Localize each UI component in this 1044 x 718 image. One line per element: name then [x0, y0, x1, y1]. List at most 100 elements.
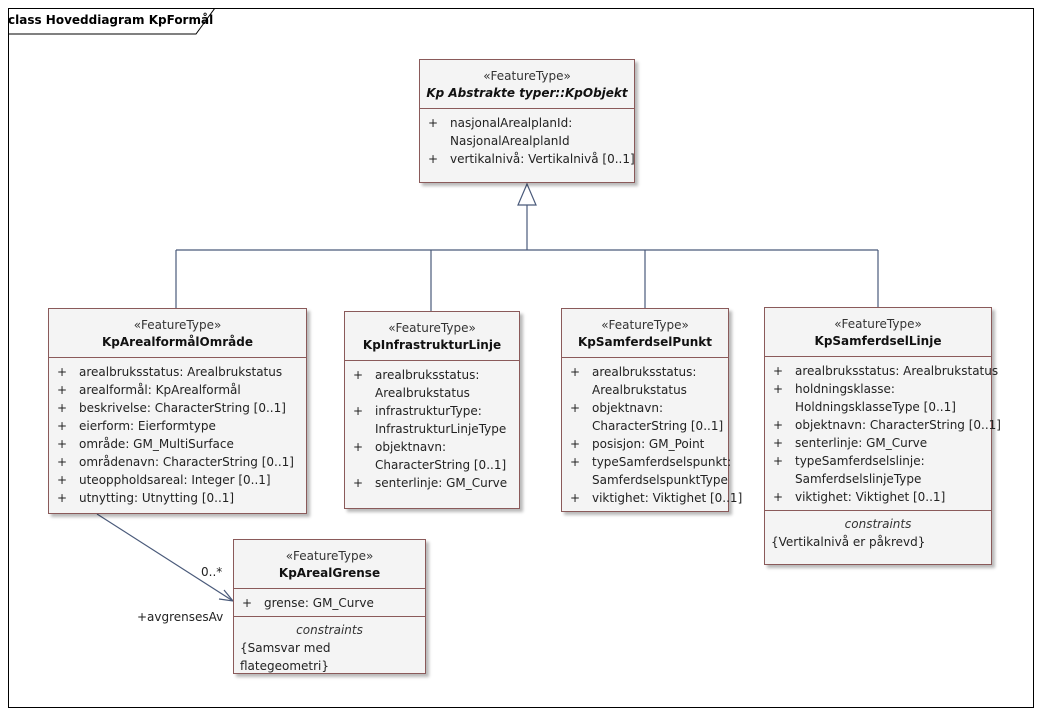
attribute-text: arealbruksstatus: Arealbrukstatus	[79, 365, 283, 379]
class-kpsamferdsel-punkt[interactable]: «FeatureType» KpSamferdselPunkt + arealbr…	[561, 308, 742, 512]
attribute: +viktighet: Viktighet [0..1]	[568, 489, 742, 507]
attribute-text: arealbruksstatus:	[592, 365, 697, 379]
class-name: KpSamferdselPunkt	[578, 335, 712, 349]
attribute-text: vertikalnivå: Vertikalnivå [0..1]	[450, 152, 635, 166]
attribute-text: område: GM_MultiSurface	[79, 437, 234, 451]
constraints-title: constraints	[844, 517, 912, 531]
visibility-marker: +	[570, 455, 581, 469]
visibility-marker: +	[57, 491, 68, 505]
attribute: + infrastrukturType: InfrastrukturLinjeTyp…	[351, 402, 513, 438]
frame-title: class Hoveddiagram KpFormål	[8, 13, 214, 27]
attribute-list: + nasjonalArealplanId: NasjonalArealplanId…	[420, 109, 635, 172]
class-header: «FeatureType» KpSamferdselPunkt	[562, 309, 728, 358]
attribute-text: typeSamferdselspunkt:	[592, 455, 732, 469]
attribute-text: infrastrukturType:	[375, 404, 482, 418]
visibility-marker: +	[353, 476, 364, 490]
attribute-text: SamferdselspunktType	[592, 473, 728, 487]
attribute: +objektnavn: CharacterString [0..1]	[771, 416, 1001, 434]
attribute: + vertikalnivå: Vertikalnivå [0..1]	[426, 150, 635, 168]
attribute: +arealformål: KpArealformål	[55, 381, 300, 399]
attribute: +viktighet: Viktighet [0..1]	[771, 488, 985, 506]
diagram-frame	[8, 8, 1034, 708]
association-role: +avgrensesAv	[137, 610, 224, 624]
visibility-marker: +	[773, 454, 784, 468]
constraint-text: {Vertikalnivå er påkrevd}	[771, 535, 926, 549]
class-header: «FeatureType» KpSamferdselLinje	[765, 308, 991, 357]
constraint-text: {Samsvar med flategeometri}	[240, 641, 331, 673]
attribute-text: senterlinje: GM_Curve	[795, 436, 928, 450]
class-kpobjekt[interactable]: «FeatureType» Kp Abstrakte typer::KpObje…	[419, 59, 635, 183]
visibility-marker: +	[428, 116, 439, 130]
attribute: +holdningsklasse:HoldningsklasseType [0.…	[771, 380, 985, 416]
class-kpinfrastruktur-linje[interactable]: «FeatureType» KpInfrastrukturLinje +area…	[344, 311, 520, 509]
attribute-text: eierform: Eierformtype	[79, 419, 216, 433]
class-name: KpInfrastrukturLinje	[362, 338, 502, 352]
attribute-text: beskrivelse: CharacterString [0..1]	[79, 401, 286, 415]
class-header: «FeatureType» KpInfrastrukturLinje	[345, 312, 519, 361]
class-kparealformal-omrade[interactable]: «FeatureType» KpArealformålOmråde +areal…	[48, 308, 307, 514]
attribute-text: viktighet: Viktighet [0..1]	[592, 491, 743, 505]
attribute-text: SamferdselslinjeType	[795, 472, 922, 486]
stereotype-label: «FeatureType»	[601, 318, 689, 332]
visibility-marker: +	[773, 364, 784, 378]
attribute-text: nasjonalArealplanId:	[450, 116, 573, 130]
stereotype-label: «FeatureType»	[388, 321, 476, 335]
attribute-text: Arealbrukstatus	[375, 386, 470, 400]
visibility-marker: +	[57, 455, 68, 469]
attribute: +objektnavn:CharacterString [0..1]	[351, 438, 513, 474]
visibility-marker: +	[428, 152, 439, 166]
visibility-marker: +	[353, 368, 364, 382]
visibility-marker: +	[773, 382, 784, 396]
attribute-text: områdenavn: CharacterString [0..1]	[79, 455, 294, 469]
stereotype-label: «FeatureType»	[285, 549, 374, 563]
attribute: + utnytting: Utnytting [0..1]	[55, 489, 300, 507]
attribute: + senterlinje: GM_Curve	[351, 474, 513, 492]
attribute: + nasjonalArealplanId: NasjonalArealplanId	[426, 114, 628, 150]
attribute: +objektnavn:CharacterString [0..1]	[568, 399, 724, 435]
attribute: +uteoppholdsareal: Integer [0..1]	[55, 471, 300, 489]
attribute: + eierform: Eierformtype	[55, 417, 300, 435]
attribute-text: viktighet: Viktighet [0..1]	[795, 490, 946, 504]
attribute: +arealbruksstatus:Arealbrukstatus	[351, 366, 513, 402]
attribute: +arealbruksstatus: Arealbrukstatus	[771, 362, 998, 380]
attribute-text: Arealbrukstatus	[592, 383, 687, 397]
attribute: + typeSamferdselspunkt: SamferdselspunktTy…	[568, 453, 731, 489]
attribute-list: +arealbruksstatus: Arealbrukstatus +hold…	[765, 357, 1001, 510]
stereotype-label: «FeatureType»	[834, 317, 922, 331]
attribute-text: CharacterString [0..1]	[592, 419, 724, 433]
visibility-marker: +	[57, 437, 68, 451]
attribute: +grense: GM_Curve	[240, 594, 419, 612]
visibility-marker: +	[353, 440, 364, 454]
constraints-compartment: constraints {Vertikalnivå er påkrevd}	[765, 510, 991, 557]
class-name: KpSamferdselLinje	[814, 334, 942, 348]
attribute-text: InfrastrukturLinjeType	[375, 422, 507, 436]
visibility-marker: +	[57, 473, 68, 487]
visibility-marker: +	[57, 365, 68, 379]
attribute-list: +arealbruksstatus: Arealbrukstatus +area…	[49, 358, 306, 511]
attribute: +senterlinje: GM_Curve	[771, 434, 985, 452]
class-header: «FeatureType» KpArealGrense	[234, 540, 425, 589]
attribute: +beskrivelse: CharacterString [0..1]	[55, 399, 300, 417]
association-arrowhead	[218, 589, 235, 602]
visibility-marker: +	[570, 401, 581, 415]
attribute: +typeSamferdselslinje:SamferdselslinjeTy…	[771, 452, 985, 488]
attribute-text: NasjonalArealplanId	[450, 134, 570, 148]
attribute-text: objektnavn: CharacterString [0..1]	[795, 418, 1001, 432]
attribute-text: senterlinje: GM_Curve	[375, 476, 508, 490]
visibility-marker: +	[57, 419, 68, 433]
stereotype-label: «FeatureType»	[133, 318, 222, 332]
attribute-list: +grense: GM_Curve	[234, 589, 425, 616]
visibility-marker: +	[353, 404, 364, 418]
visibility-marker: +	[570, 437, 581, 451]
attribute-text: HoldningsklasseType [0..1]	[795, 400, 956, 414]
stereotype-label: «FeatureType»	[483, 69, 571, 83]
attribute: + arealbruksstatus: Arealbrukstatus	[55, 363, 300, 381]
class-name: KpArealformålOmråde	[102, 335, 253, 349]
attribute-text: arealformål: KpArealformål	[79, 383, 241, 397]
attribute-text: grense: GM_Curve	[264, 596, 374, 610]
class-kpsamferdsel-linje[interactable]: «FeatureType» KpSamferdselLinje +arealbr…	[764, 307, 1001, 565]
class-kparealgrense[interactable]: «FeatureType» KpArealGrense +grense: GM_…	[233, 539, 426, 674]
attribute-text: utnytting: Utnytting [0..1]	[79, 491, 235, 505]
association-multiplicity: 0..*	[201, 565, 223, 579]
